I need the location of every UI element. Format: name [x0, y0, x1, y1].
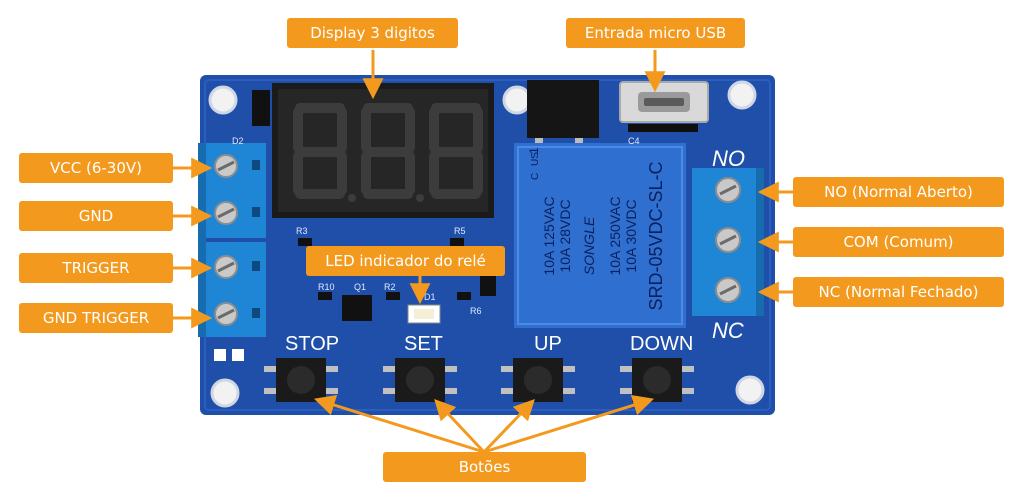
silk-r5: R5	[454, 226, 466, 236]
relay-mark-us: US	[530, 152, 541, 166]
button-label-up: UP	[534, 333, 562, 355]
callout-arrows	[173, 50, 793, 454]
stop-button[interactable]	[264, 358, 338, 402]
push-buttons	[264, 358, 694, 402]
callout-no: NO (Normal Aberto)	[793, 177, 1004, 207]
terminal-label-no: NO	[712, 146, 745, 171]
relay-mark-c: C	[530, 173, 541, 180]
arrow-btn-down	[483, 395, 655, 454]
screw-icon	[214, 154, 238, 326]
silk-c4: C4	[628, 136, 640, 146]
voltage-regulator	[527, 80, 599, 148]
callout-trigger: TRIGGER	[19, 253, 173, 283]
relay-brand: SONGLE	[581, 216, 597, 275]
button-label-set: SET	[404, 333, 443, 355]
arrow-btn-set	[434, 398, 486, 454]
set-button[interactable]	[383, 358, 457, 402]
callout-com: COM (Comum)	[793, 227, 1004, 257]
relay-rating-3: 10A 250VAC	[607, 196, 623, 275]
silk-q1: Q1	[354, 282, 366, 292]
callout-vcc: VCC (6-30V)	[19, 153, 173, 183]
relay-rating-2: 10A 28VDC	[557, 199, 573, 272]
callout-nc: NC (Normal Fechado)	[793, 277, 1004, 307]
screw-icon	[715, 177, 741, 303]
relay-rating-1: 10A 125VAC	[541, 196, 557, 275]
up-button[interactable]	[501, 358, 575, 402]
silk-r10: R10	[318, 282, 335, 292]
callout-led: LED indicador do relé	[306, 246, 505, 276]
arrow-btn-up	[482, 398, 535, 454]
relay-mark-one: 1	[527, 147, 541, 154]
button-label-stop: STOP	[285, 333, 339, 355]
callout-usb: Entrada micro USB	[566, 18, 745, 48]
callout-buttons: Botões	[383, 452, 586, 482]
relay-model: SRD-05VDC-SL-C	[646, 161, 666, 310]
silk-r2: R2	[384, 282, 396, 292]
mounting-holes	[208, 80, 765, 408]
relay-component: 10A 125VAC 10A 28VDC SONGLE 10A 250VAC 1…	[514, 143, 686, 328]
relay-rating-4: 10A 30VDC	[623, 199, 639, 272]
silk-r3: R3	[296, 226, 308, 236]
micro-usb-port	[619, 81, 709, 132]
callout-display: Display 3 digitos	[287, 18, 458, 48]
silk-d2: D2	[232, 136, 244, 146]
diode-component	[252, 90, 270, 126]
callout-gnd: GND	[19, 201, 173, 231]
seven-segment-display	[272, 83, 494, 218]
callout-gnd-trigger: GND TRIGGER	[19, 303, 173, 333]
silk-d1: D1	[424, 292, 436, 302]
button-label-down: DOWN	[630, 333, 693, 355]
smd-components	[214, 238, 496, 361]
down-button[interactable]	[620, 358, 694, 402]
silk-r6: R6	[470, 306, 482, 316]
right-terminal-block	[692, 168, 764, 316]
terminal-label-nc: NC	[712, 318, 744, 343]
arrow-btn-stop	[313, 395, 485, 454]
